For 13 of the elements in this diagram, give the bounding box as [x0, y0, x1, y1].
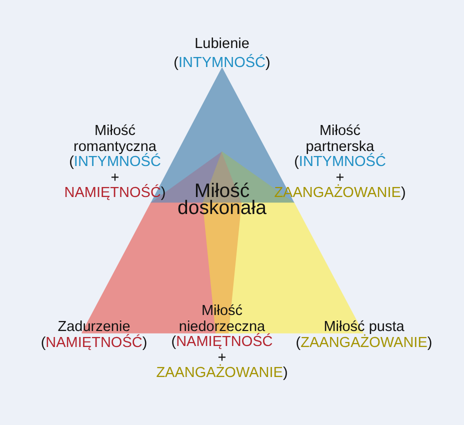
component-label: (NAMIĘTNOŚĆ + ZAANGAŻOWANIE)	[156, 335, 288, 382]
love-type-label: Miłość niedorzeczna	[178, 304, 266, 334]
component-label: (INTYMNOŚĆ + ZAANGAŻOWANIE)	[274, 155, 406, 202]
love-type-label: Miłość doskonała	[178, 182, 266, 216]
love-type-label: Miłość pusta	[324, 320, 404, 335]
component-label: (ZAANGAŻOWANIE)	[296, 336, 432, 351]
component-label: (INTYMNOŚĆ)	[174, 56, 270, 72]
love-type-label: Miłość partnerska	[306, 124, 374, 154]
component-label: (NAMIĘTNOŚĆ)	[40, 336, 148, 351]
component-label: (INTYMNOŚĆ + NAMIĘTNOŚĆ)	[64, 155, 166, 202]
love-type-label: Lubienie	[194, 37, 250, 52]
love-type-label: Zadurzenie	[58, 320, 130, 335]
love-type-label: Miłość romantyczna	[74, 124, 156, 154]
